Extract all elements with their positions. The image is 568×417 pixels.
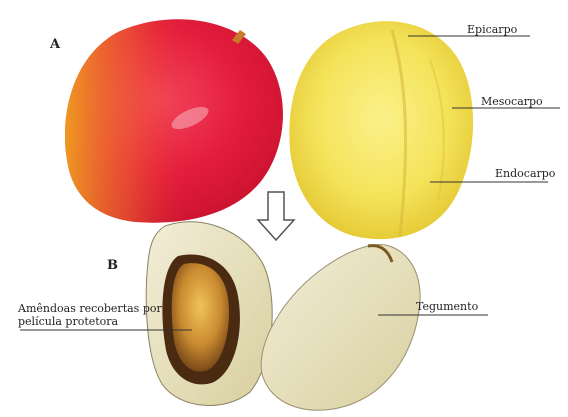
red-mango-fruit xyxy=(65,19,283,223)
label-epicarp: Epicarpo xyxy=(467,23,517,36)
down-arrow-icon xyxy=(258,192,294,240)
label-almond: Amêndoas recobertas por película proteto… xyxy=(18,302,168,328)
label-endocarp: Endocarpo xyxy=(495,167,555,180)
panel-b-label: B xyxy=(107,258,118,273)
panel-a-label: A xyxy=(50,37,60,52)
seed-tegument xyxy=(261,244,420,410)
label-tegument: Tegumento xyxy=(416,300,478,313)
yellow-mango-cross-section xyxy=(289,21,473,239)
label-mesocarp: Mesocarpo xyxy=(481,95,543,108)
